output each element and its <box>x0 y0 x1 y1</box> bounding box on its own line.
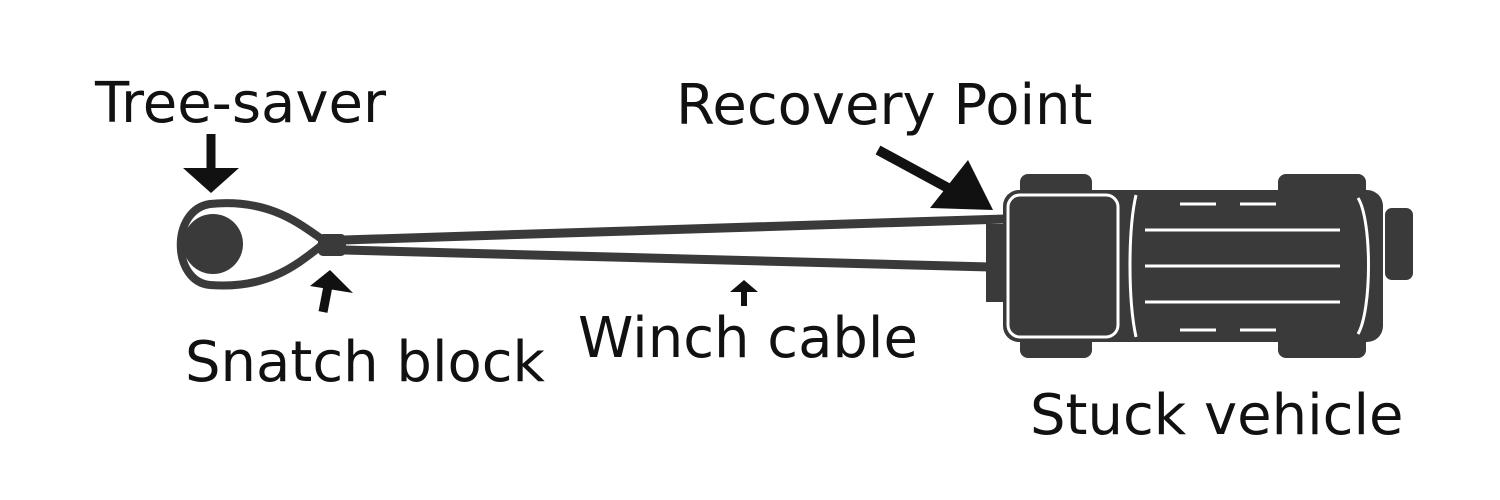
snatch-block-label: Snatch block <box>185 330 546 395</box>
stuck-vehicle-label: Stuck vehicle <box>1030 383 1403 448</box>
tree-saver-label: Tree-saver <box>94 71 387 136</box>
winch-cable-label: Winch cable <box>578 306 918 371</box>
recovery-point-label: Recovery Point <box>676 73 1093 138</box>
tree-saver-arrow <box>183 134 239 193</box>
winch-cable-arrow <box>730 280 758 306</box>
tree-icon <box>183 214 243 274</box>
stuck-vehicle-icon <box>986 174 1413 358</box>
winch-cable-upper-run <box>339 214 1010 245</box>
tree-saver-assembly <box>176 199 330 290</box>
recovery-point-arrow <box>875 145 993 210</box>
snatch-block-icon <box>318 234 346 256</box>
tree-saver-strap <box>176 199 330 290</box>
winch-cable-lower-run <box>339 245 995 272</box>
snatch-block-arrow <box>310 270 353 313</box>
winch-cable <box>339 214 1010 272</box>
